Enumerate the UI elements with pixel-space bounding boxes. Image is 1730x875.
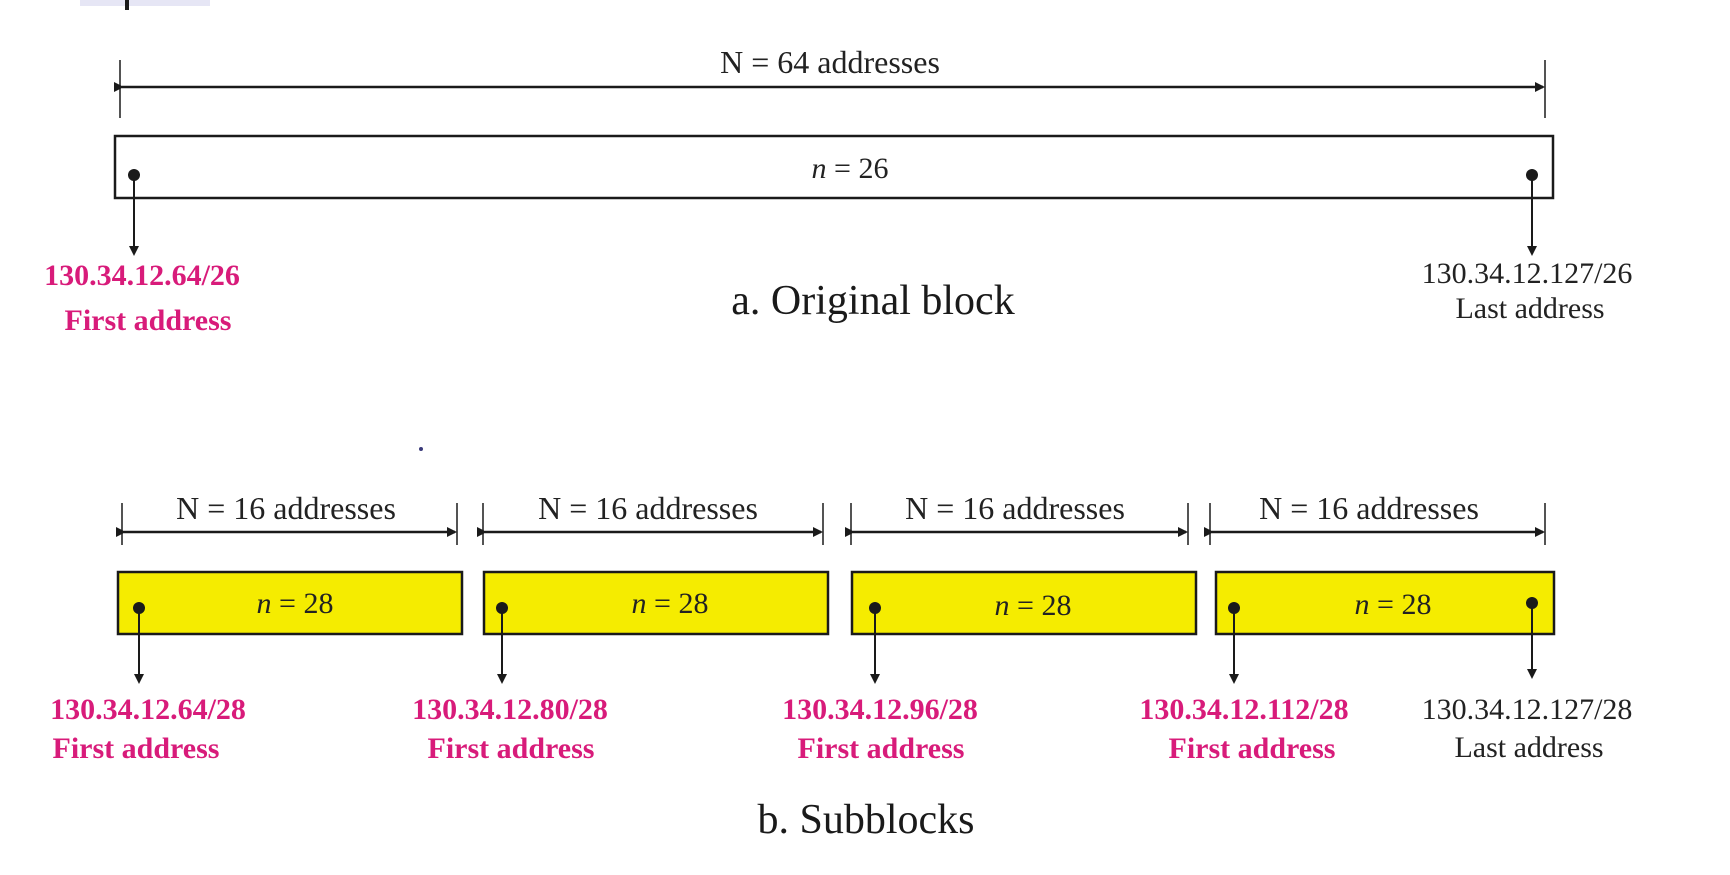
original-last-pointer <box>1526 169 1538 256</box>
top-edge-tick <box>125 0 129 10</box>
subblock-4: N = 16 addresses n = 28 130.34.12.112/28… <box>1139 490 1632 765</box>
subblock-first-address: 130.34.12.80/28 <box>412 693 608 726</box>
subblock-address-block <box>1214 570 1556 636</box>
subblock-address-block <box>482 570 830 636</box>
subblock-first-address: 130.34.12.96/28 <box>782 693 978 726</box>
original-prefix-label: n = 26 <box>812 152 889 185</box>
subblock-span-label: N = 16 addresses <box>176 490 396 526</box>
subblock-last-address: 130.34.12.127/28 <box>1422 693 1633 726</box>
subblock-first-address-role: First address <box>1169 732 1336 765</box>
original-last-address-role: Last address <box>1455 292 1604 325</box>
original-block-section: N = 64 addresses n = 26 130.34.12.64/26 … <box>44 44 1632 337</box>
subblock-first-address-role: First address <box>798 732 965 765</box>
original-span-label: N = 64 addresses <box>720 44 940 80</box>
subblock-2: N = 16 addresses n = 28 130.34.12.80/28 … <box>412 490 830 765</box>
subblock-prefix-label: n = 28 <box>1355 588 1432 621</box>
subblock-address-block <box>116 570 464 636</box>
subblock-last-address-role: Last address <box>1454 731 1603 764</box>
subblock-span-label: N = 16 addresses <box>1259 490 1479 526</box>
subblock-first-address-role: First address <box>53 732 220 765</box>
original-block-caption: a. Original block <box>731 278 1014 324</box>
original-first-pointer <box>128 169 140 256</box>
top-edge-mark <box>80 0 210 6</box>
stray-dot <box>419 447 423 451</box>
original-last-address: 130.34.12.127/26 <box>1422 257 1633 290</box>
subblock-prefix-label: n = 28 <box>257 587 334 620</box>
subblock-first-address: 130.34.12.112/28 <box>1139 693 1348 726</box>
subblock-span-label: N = 16 addresses <box>905 490 1125 526</box>
original-first-address: 130.34.12.64/26 <box>44 259 240 292</box>
subblocks-section: N = 16 addresses n = 28 130.34.12.64/28 … <box>50 490 1632 843</box>
subblocks-caption: b. Subblocks <box>757 797 974 843</box>
subblock-3: N = 16 addresses n = 28 130.34.12.96/28 … <box>782 490 1198 765</box>
subblock-1: N = 16 addresses n = 28 130.34.12.64/28 … <box>50 490 464 765</box>
original-first-address-role: First address <box>65 304 232 337</box>
subblock-prefix-label: n = 28 <box>632 587 709 620</box>
subblock-address-block <box>850 570 1198 636</box>
subblock-prefix-label: n = 28 <box>995 589 1072 622</box>
subblock-first-address: 130.34.12.64/28 <box>50 693 246 726</box>
original-address-block <box>113 134 1555 200</box>
subblock-first-address-role: First address <box>428 732 595 765</box>
subblock-span-label: N = 16 addresses <box>538 490 758 526</box>
original-span-dimension: N = 64 addresses <box>114 44 1546 118</box>
